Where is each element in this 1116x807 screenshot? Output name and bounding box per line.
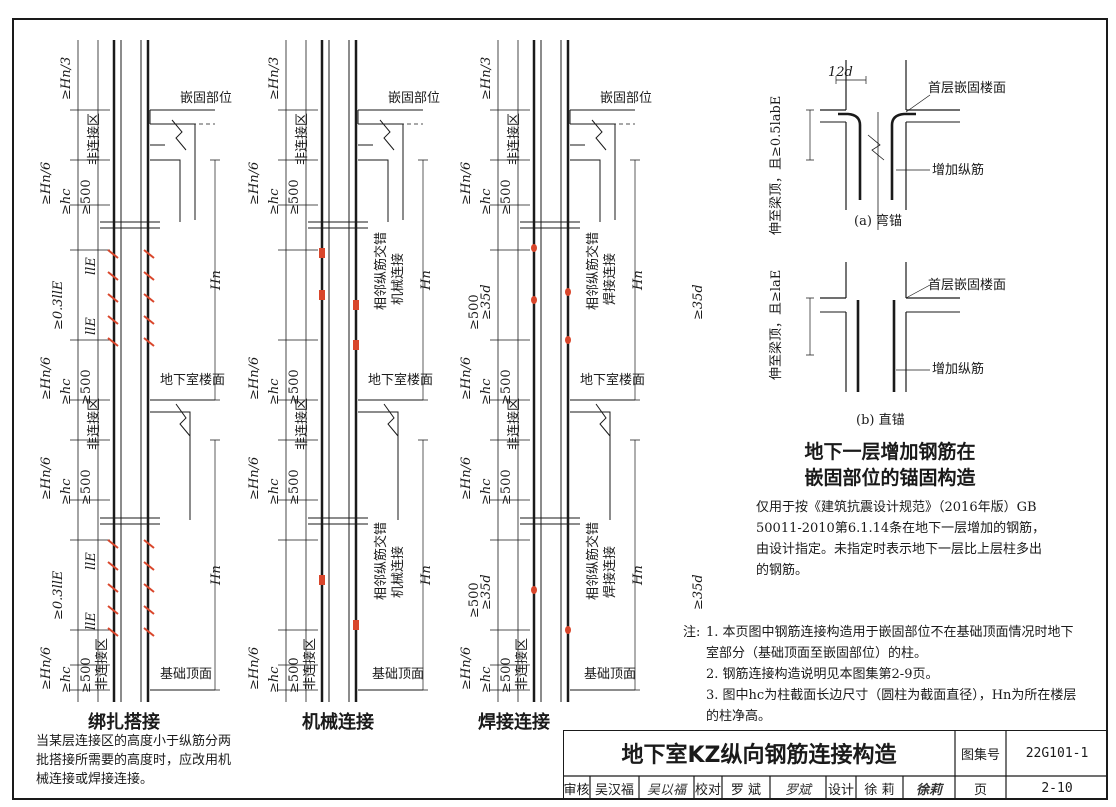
weld-splice-column (490, 40, 640, 702)
basement-floor-label: 地下室楼面 (580, 373, 646, 388)
lap-splice-mark (143, 605, 155, 615)
notes-prefix: 注: (683, 625, 701, 640)
embed-label: 嵌固部位 (388, 91, 441, 106)
lap-splice-mark (107, 539, 119, 549)
weld-mark (565, 626, 571, 634)
lap-splice-mark (107, 293, 119, 303)
atlas-number: 22G101-1 (1025, 745, 1089, 761)
anchor-heading-line1: 地下一层增加钢筋在 (804, 441, 976, 463)
lap-splice-mark (143, 561, 155, 571)
lap-splice-mark (107, 249, 119, 259)
mechanical-coupler-mark (353, 300, 359, 310)
lap-splice-mark (107, 561, 119, 571)
lap-splice-mark (107, 605, 119, 615)
basement-floor-label: 地下室楼面 (368, 373, 434, 388)
anchor-heading: 地下一层增加钢筋在 嵌固部位的锚固构造 (760, 440, 1020, 491)
weld-mark (531, 586, 537, 594)
anchor-b-top-label: 首层嵌固楼面 (928, 278, 1007, 293)
weld-mark (565, 288, 571, 296)
embed-label: 嵌固部位 (600, 91, 653, 106)
lap-splice-mark (107, 627, 119, 637)
anchor-a-caption: (a) 弯锚 (854, 214, 903, 229)
lap-splice-mark (107, 337, 119, 347)
note-1: 1. 本页图中钢筋连接构造用于嵌固部位不在基础顶面情况时地下室部分（基础顶面至嵌… (706, 625, 1074, 661)
weld-mark (565, 336, 571, 344)
lap-splice-mark (143, 539, 155, 549)
base-top-label: 基础顶面 (584, 667, 637, 682)
weld-mark (531, 244, 537, 252)
reviewer-signature: 吴以福 (646, 782, 686, 798)
mechanical-coupler-mark (319, 575, 325, 585)
lap-splice-column (70, 40, 220, 702)
reviewer-name: 吴汉福 (594, 782, 634, 798)
lap-splice-mark (143, 271, 155, 281)
base-top-label: 基础顶面 (372, 667, 425, 682)
checker-signature: 罗斌 (784, 782, 811, 798)
anchor-b-extra-label: 增加纵筋 (932, 362, 985, 377)
lap-basement-floor-label: 地下室楼面 (160, 373, 226, 388)
mechanical-splice-column (278, 40, 428, 702)
lap-splice-title: 绑扎搭接 (88, 712, 160, 733)
design-label: 设计 (827, 782, 854, 798)
lap-embed-label: 嵌固部位 (180, 91, 233, 106)
lap-splice-mark (107, 271, 119, 281)
sheet-frame (12, 18, 1108, 800)
page-number: 2-10 (1041, 780, 1073, 796)
lap-splice-mark (143, 627, 155, 637)
note-2: 2. 钢筋连接构造说明见本图集第2-9页。 (706, 667, 939, 682)
anchor-heading-line2: 嵌固部位的锚固构造 (804, 466, 976, 489)
mechanical-coupler-mark (353, 620, 359, 630)
title-block (563, 730, 1108, 800)
mechanical-title: 机械连接 (302, 712, 374, 733)
lap-note: 当某层连接区的高度小于纵筋分两批搭接所需要的高度时，应改用机械连接或焊接连接。 (36, 734, 232, 787)
review-label: 审核 (563, 782, 590, 798)
lap-base-top-label: 基础顶面 (160, 667, 213, 682)
mechanical-coupler-mark (319, 248, 325, 258)
drawing-title: 地下室KZ纵向钢筋连接构造 (621, 743, 897, 768)
mechanical-coupler-mark (353, 340, 359, 350)
anchor-b-caption: (b) 直锚 (856, 413, 905, 428)
lap-splice-mark (107, 315, 119, 325)
lap-splice-mark (143, 315, 155, 325)
page-label: 页 (973, 782, 987, 798)
splice-marks (107, 244, 571, 637)
anchor-a-extra-label: 增加纵筋 (932, 163, 985, 178)
checker-name: 罗 斌 (730, 782, 762, 798)
anchor-description: 仅用于按《建筑抗震设计规范》（2016年版）GB 50011-2010第6.1.… (756, 500, 1046, 578)
designer-signature: 徐莉 (915, 782, 942, 798)
lap-splice-mark (143, 293, 155, 303)
lap-splice-mark (143, 337, 155, 347)
weld-mark (531, 296, 537, 304)
check-label: 校对 (694, 782, 721, 798)
weld-title: 焊接连接 (478, 712, 550, 733)
designer-name: 徐 莉 (864, 782, 895, 798)
lap-splice-mark (143, 249, 155, 259)
lap-splice-mark (143, 583, 155, 593)
note-3: 3. 图中hc为柱截面长边尺寸（圆柱为截面直径），Hn为所在楼层的柱净高。 (706, 688, 1077, 724)
mechanical-coupler-mark (319, 290, 325, 300)
anchor-a-dim: 12d (828, 65, 853, 80)
anchor-a-top-label: 首层嵌固楼面 (928, 81, 1007, 96)
lap-splice-mark (107, 583, 119, 593)
atlas-label: 图集号 (960, 747, 1000, 763)
